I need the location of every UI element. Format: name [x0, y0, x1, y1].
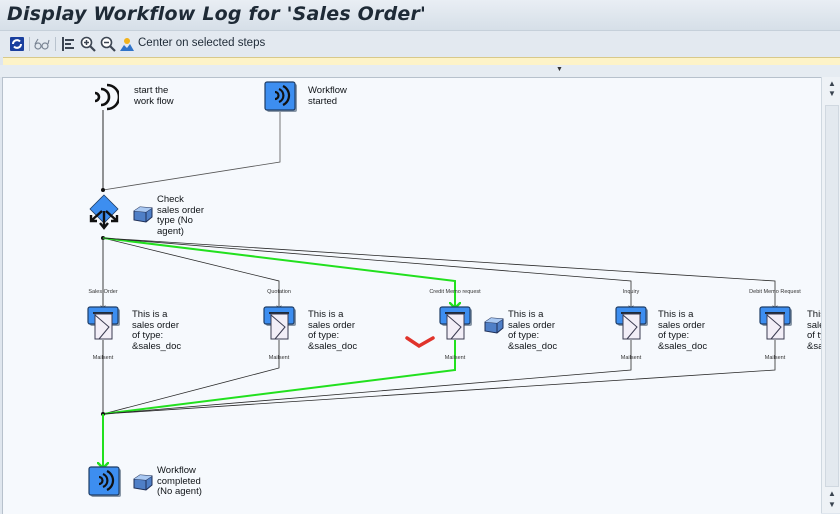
edge-quotation-join — [102, 340, 280, 415]
fork-icon[interactable] — [88, 193, 120, 233]
edge-label-outcome: Mailsent — [764, 355, 786, 361]
send-mail-icon[interactable] — [759, 306, 793, 342]
edge-started-to-check — [102, 110, 281, 191]
layout-icon — [62, 37, 74, 51]
edge-fork-credit-memo — [102, 237, 455, 308]
display-objects-button[interactable] — [32, 34, 52, 54]
page-title: Display Workflow Log for 'Sales Order' — [7, 3, 427, 25]
edge-label-outcome: Mailsent — [268, 355, 290, 361]
send-mail-icon[interactable] — [439, 306, 473, 342]
send-mail-icon[interactable] — [263, 306, 297, 342]
title-bar: Display Workflow Log for 'Sales Order' — [0, 0, 840, 31]
node-branch-label: This is a sales order of type: &sales_do… — [308, 309, 358, 352]
edge-label-condition: Credit Memo request — [429, 289, 481, 295]
edge-debit-memo-join — [102, 340, 776, 415]
edge-label-condition: Inquiry — [622, 289, 640, 295]
zoom-out-button[interactable] — [99, 34, 117, 54]
node-workflow-started-label: Workflow started — [308, 85, 347, 107]
event-box-icon[interactable] — [264, 81, 298, 113]
send-mail-icon[interactable] — [87, 306, 121, 342]
edge-inquiry-join — [102, 340, 632, 415]
node-start-label: start the work flow — [134, 85, 174, 107]
layout-button[interactable] — [59, 34, 77, 54]
scroll-down-button[interactable]: ▲ — [828, 489, 836, 498]
join-dot — [101, 188, 105, 192]
node-branch-label: This is a sales order of type: &sales_do… — [658, 309, 708, 352]
node-branch-label: This is a sales order of type: &sales_do… — [508, 309, 558, 352]
object-box-icon — [133, 474, 153, 491]
edge-fork-quotation — [102, 237, 279, 308]
toolbar-separator — [29, 37, 30, 51]
dropdown-arrow-icon[interactable]: ▼ — [556, 66, 563, 73]
center-person-icon — [120, 38, 134, 51]
workflow-graph-canvas[interactable]: start the work flow Workflow started Che… — [2, 77, 821, 514]
node-branch-label: This is a sales order of type: &sales_do… — [132, 309, 182, 352]
event-icon[interactable] — [89, 83, 119, 111]
edge-label-outcome: Mailsent — [92, 355, 114, 361]
edge-label-outcome: Mailsent — [444, 355, 466, 361]
toolbar: Center on selected steps — [0, 31, 840, 57]
zoom-out-icon — [100, 36, 116, 52]
node-completed-label: Workflow completed (No agent) — [157, 465, 202, 497]
refresh-button[interactable] — [8, 34, 26, 54]
workflow-graph — [3, 110, 821, 514]
scroll-bottom-button[interactable]: ▼ — [828, 500, 836, 509]
info-bar — [3, 57, 840, 66]
edge-label-condition: Debit Memo Request — [749, 289, 801, 295]
glasses-icon — [34, 38, 50, 50]
send-mail-icon[interactable] — [615, 306, 649, 342]
edge-credit-memo-join — [102, 340, 456, 415]
scrollbar-track[interactable] — [825, 105, 839, 487]
object-box-icon — [484, 317, 504, 334]
red-checkmark-annotation — [405, 336, 435, 349]
scroll-up-button[interactable]: ▼ — [828, 89, 836, 98]
edge-fork-debit-memo — [102, 237, 775, 308]
scroll-top-button[interactable]: ▲ — [828, 79, 836, 88]
dropdown-row[interactable]: ▼ — [0, 65, 840, 77]
node-branch-label: This is a sales order of type: &sales_do… — [807, 309, 821, 352]
zoom-in-icon — [80, 36, 96, 52]
vertical-scrollbar[interactable]: ▲ ▼ ▲ ▼ — [821, 77, 840, 513]
zoom-in-button[interactable] — [79, 34, 97, 54]
center-on-selected-steps-label[interactable]: Center on selected steps — [138, 37, 266, 49]
edge-fork-inquiry — [102, 237, 631, 308]
node-check-type-label: Check sales order type (No agent) — [157, 194, 204, 237]
edge-label-condition: Quotation — [267, 289, 291, 295]
edge-label-condition: Sales Order — [88, 289, 118, 295]
center-button[interactable] — [118, 34, 136, 54]
toolbar-separator — [55, 37, 56, 51]
refresh-icon — [10, 37, 24, 51]
object-box-icon — [133, 206, 153, 223]
event-box-icon[interactable] — [88, 466, 122, 498]
edge-label-outcome: Mailsent — [620, 355, 642, 361]
